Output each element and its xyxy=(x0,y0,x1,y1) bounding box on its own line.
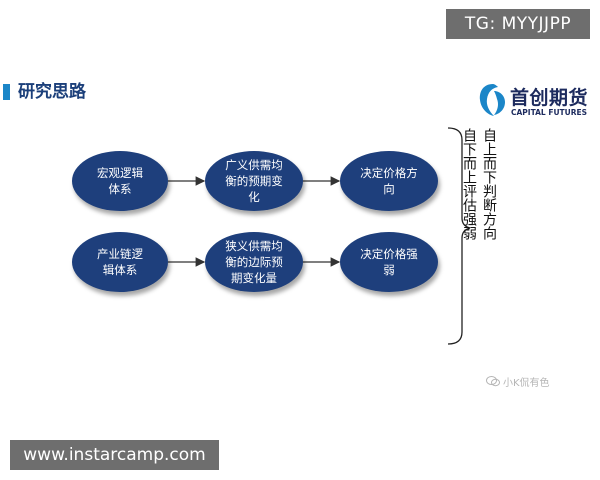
capital-futures-emblem-icon xyxy=(479,84,505,116)
node-price-strength: 决定价格强 弱 xyxy=(340,232,438,292)
summary-vertical-text: 自上而下判断方向 自下而上评估强弱 xyxy=(461,128,499,240)
node-industry-chain-logic: 产业链逻 辑体系 xyxy=(72,232,168,292)
wechat-watermark: 小K侃有色 xyxy=(486,374,550,389)
logo-english-name: CAPITAL FUTURES xyxy=(511,108,588,117)
node-price-direction: 决定价格方 向 xyxy=(340,151,438,211)
section-marker xyxy=(3,84,10,100)
summary-top-down: 自上而下判断方向 xyxy=(481,128,497,240)
capital-futures-logo: 首创期货 CAPITAL FUTURES xyxy=(478,82,596,122)
wechat-account-name: 小K侃有色 xyxy=(503,378,550,389)
wechat-icon xyxy=(486,376,500,387)
summary-bracket xyxy=(447,127,471,345)
node-narrow-supply-demand: 狭义供需均 衡的边际预 期变化量 xyxy=(205,232,303,292)
logo-chinese-name: 首创期货 xyxy=(510,87,589,109)
node-macro-logic: 宏观逻辑 体系 xyxy=(72,151,168,211)
bottom-watermark: www.instarcamp.com xyxy=(10,440,219,470)
summary-bottom-up: 自下而上评估强弱 xyxy=(461,128,477,240)
section-title: 研究思路 xyxy=(18,82,86,102)
top-watermark: TG: MYYJJPP xyxy=(446,9,590,39)
node-broad-supply-demand: 广义供需均 衡的预期变 化 xyxy=(205,151,303,211)
